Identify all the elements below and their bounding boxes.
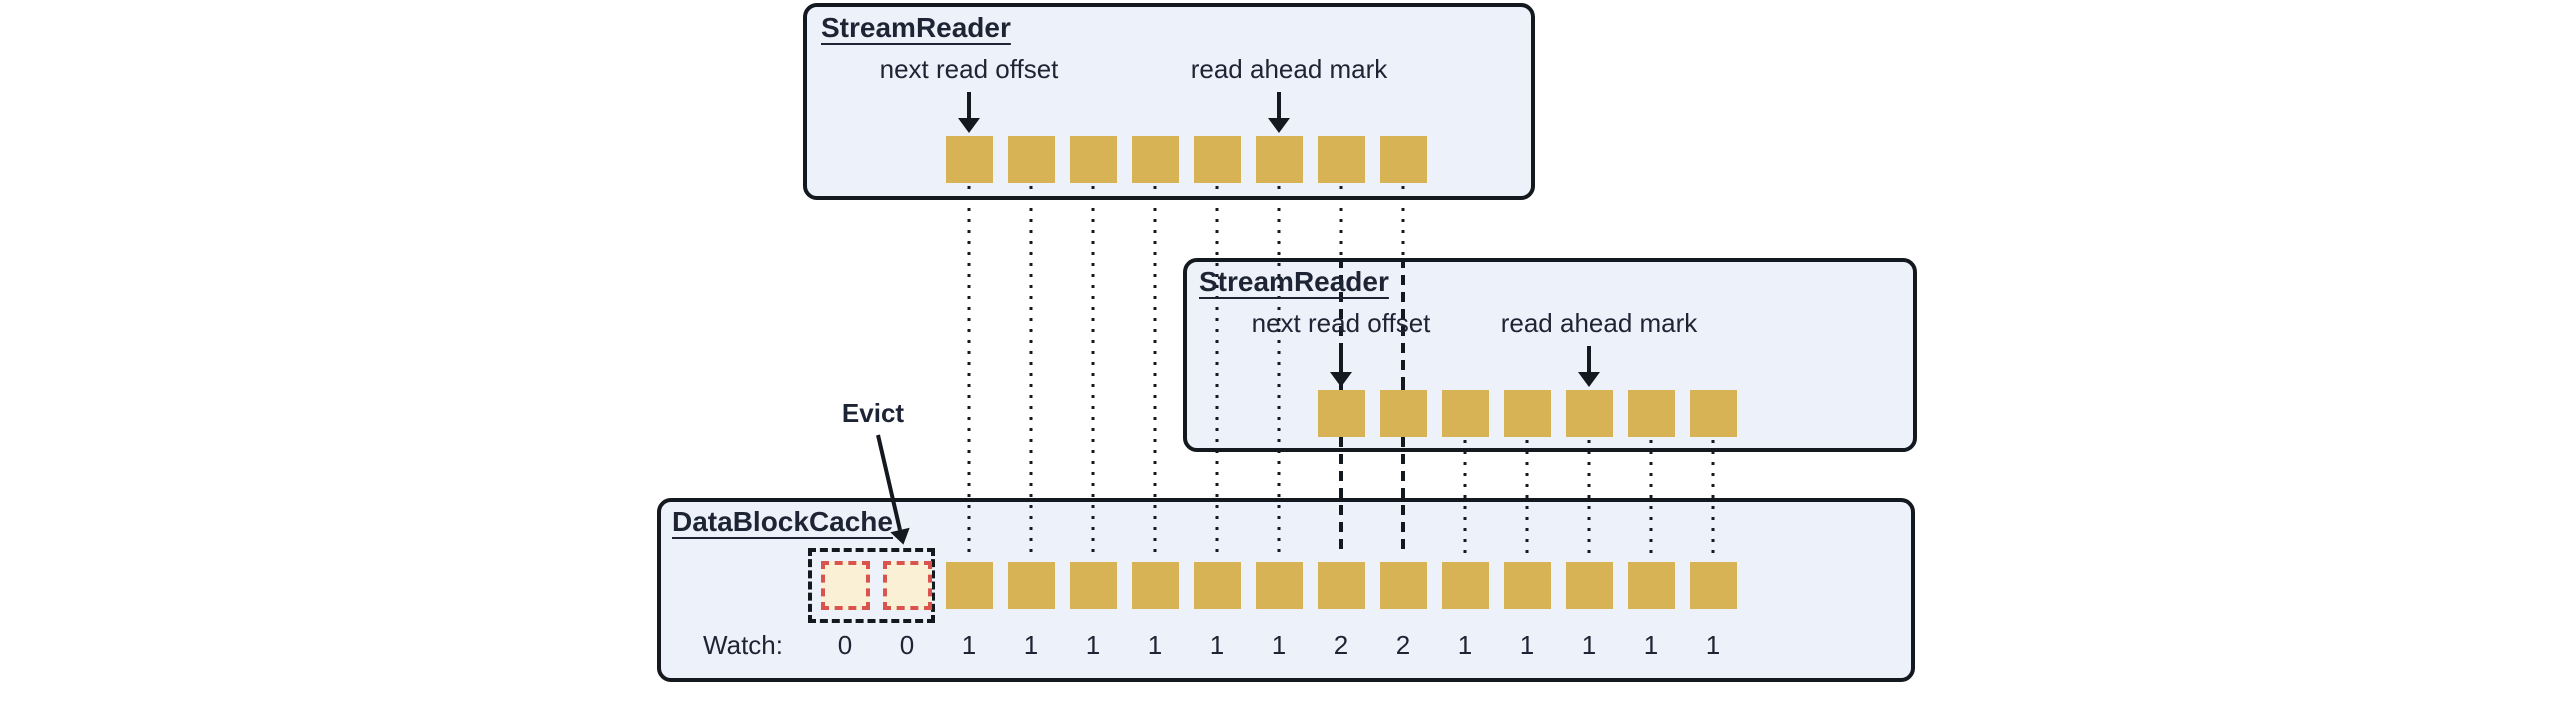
connector-line (1339, 386, 1343, 556)
connector-line (1339, 258, 1343, 386)
connector-line (1401, 186, 1405, 258)
connector-line (1215, 186, 1219, 556)
connector-line (1339, 186, 1343, 258)
connector-line (1153, 186, 1157, 556)
connector-line (1525, 440, 1529, 556)
connector-line (1277, 186, 1281, 556)
connector-line (1463, 440, 1467, 556)
connector-line (1401, 386, 1405, 556)
connector-line (1711, 440, 1715, 556)
connector-line (1401, 258, 1405, 386)
connector-line (1587, 440, 1591, 556)
connector-line (967, 186, 971, 556)
connector-line (1091, 186, 1095, 556)
connector-line (1029, 186, 1033, 556)
connector-line (1649, 440, 1653, 556)
